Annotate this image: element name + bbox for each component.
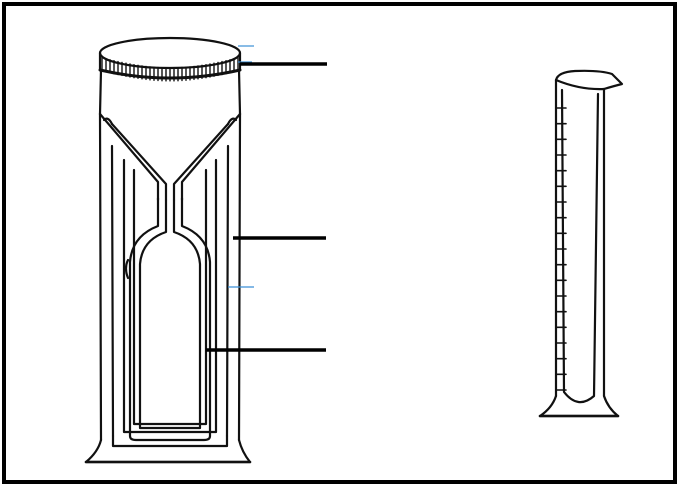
gauge-base [84,438,252,464]
callout-leaders [206,62,327,352]
rim-knurling [101,57,239,82]
cylinder-graduations [555,107,567,391]
funnel-cylinder-left [98,68,103,116]
funnel-cone-inner [110,122,168,202]
funnel-rim-top [98,36,242,70]
inner-can [122,158,218,434]
annotation-ticks [228,45,254,288]
collecting-bottle [128,196,212,442]
outer-container-wall-right-inner [225,144,230,438]
cylinder-inner-tube [560,88,600,404]
cylinder-spout [554,69,624,92]
cylinder-base [538,394,620,418]
measuring-cylinder [538,69,624,418]
outer-container-wall-left-outer [98,112,103,442]
outer-container-wall-left-inner [110,144,115,438]
funnel-cone-outer [98,112,160,202]
outer-container-wall-right-outer [237,112,242,442]
funnel-cylinder-right [237,68,242,116]
rain-gauge [84,36,252,464]
